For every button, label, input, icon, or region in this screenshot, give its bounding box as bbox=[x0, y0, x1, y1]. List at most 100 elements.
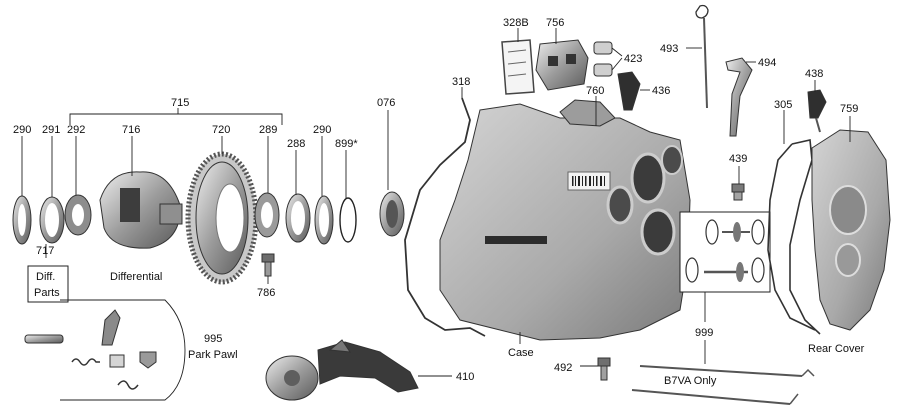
rear-cover-boss bbox=[829, 185, 867, 235]
label-493: 493 bbox=[660, 43, 678, 55]
label-716: 716 bbox=[122, 124, 140, 136]
park-pawl-bracket-part bbox=[139, 351, 157, 369]
rear-cover-boss-2 bbox=[835, 243, 861, 277]
label-differential: Differential bbox=[110, 271, 162, 283]
case-id-barcode bbox=[572, 176, 605, 186]
dipstick-group bbox=[686, 4, 756, 137]
range-sensor-hub bbox=[284, 370, 300, 386]
manual-valve-linkage-410 bbox=[265, 339, 452, 401]
label-292: 292 bbox=[67, 124, 85, 136]
label-760: 760 bbox=[586, 85, 604, 97]
label-288: 288 bbox=[287, 138, 305, 150]
filter-423-a bbox=[593, 41, 613, 55]
oring-d bbox=[751, 257, 765, 283]
label-995: 995 bbox=[204, 333, 222, 345]
label-case: Case bbox=[508, 347, 534, 359]
park-pawl-collar bbox=[109, 354, 125, 368]
case-bore-4 bbox=[661, 145, 683, 175]
label-999: 999 bbox=[695, 327, 713, 339]
label-diff-parts-2: Parts bbox=[34, 287, 60, 299]
shaft-kit-999 bbox=[679, 211, 771, 364]
plug-439-thread bbox=[733, 191, 743, 201]
gasket-328b-holes bbox=[507, 49, 527, 77]
shim-290-left-hole bbox=[18, 204, 26, 236]
detent-tab bbox=[328, 339, 352, 353]
park-pawl-shaft bbox=[24, 334, 64, 344]
shaft-kit-box bbox=[679, 211, 771, 293]
race-288-hole bbox=[291, 201, 305, 235]
bolt-492-head bbox=[597, 357, 611, 367]
diff-case-window bbox=[120, 188, 140, 222]
label-park-pawl: Park Pawl bbox=[188, 349, 238, 361]
sensor-436 bbox=[617, 71, 641, 111]
leader-423-split bbox=[611, 47, 623, 71]
label-494: 494 bbox=[758, 57, 776, 69]
diff-case-hub bbox=[159, 203, 183, 225]
bolt-492-shank bbox=[600, 365, 608, 381]
transmission-case bbox=[439, 103, 691, 341]
callout-labels: 290 291 292 716 715 720 289 288 290 899*… bbox=[13, 17, 865, 387]
bearing-292-hole bbox=[72, 204, 84, 226]
label-328b: 328B bbox=[503, 17, 529, 29]
park-pawl-return-spring bbox=[117, 380, 139, 390]
label-492: 492 bbox=[554, 362, 572, 374]
label-289: 289 bbox=[259, 124, 277, 136]
bolt-492 bbox=[580, 357, 611, 381]
filler-tube-494 bbox=[725, 57, 753, 137]
label-290-right: 290 bbox=[313, 124, 331, 136]
seal-076-lip bbox=[386, 200, 398, 228]
label-305: 305 bbox=[774, 99, 792, 111]
park-pawl-bracket bbox=[60, 299, 186, 401]
rear-cover-group bbox=[767, 80, 891, 335]
ring-291-hole bbox=[45, 203, 59, 237]
diff-parts-box bbox=[27, 265, 69, 303]
label-290-left: 290 bbox=[13, 124, 31, 136]
bolt-786-shank bbox=[264, 261, 272, 277]
label-759: 759 bbox=[840, 103, 858, 115]
case-bore-1 bbox=[630, 152, 666, 204]
dipstick-493 bbox=[703, 17, 708, 109]
shim-290-right-hole bbox=[319, 203, 329, 237]
detent-lever bbox=[317, 341, 419, 393]
label-318: 318 bbox=[452, 76, 470, 88]
rod-2 bbox=[631, 389, 791, 405]
label-717: 717 bbox=[36, 245, 54, 257]
case-bore-2 bbox=[640, 208, 676, 256]
label-715: 715 bbox=[171, 97, 189, 109]
filter-423-b bbox=[593, 63, 613, 77]
bearing-289-hole bbox=[261, 202, 273, 228]
plug-439-head bbox=[731, 183, 745, 193]
label-076: 076 bbox=[377, 97, 395, 109]
case-slot bbox=[485, 236, 547, 244]
bracket-715 bbox=[69, 113, 283, 125]
label-diff-parts-1: Diff. bbox=[36, 271, 55, 283]
label-438: 438 bbox=[805, 68, 823, 80]
rear-gasket-305 bbox=[767, 139, 821, 335]
oring-b bbox=[751, 219, 765, 245]
final-gear-bore bbox=[215, 183, 245, 253]
park-pawl-spring bbox=[71, 358, 100, 366]
label-439: 439 bbox=[729, 153, 747, 165]
label-436: 436 bbox=[652, 85, 670, 97]
case-bore-3 bbox=[606, 185, 634, 225]
sensor-438-stem bbox=[815, 117, 821, 133]
rod-1 bbox=[639, 365, 803, 377]
plug-439 bbox=[731, 166, 745, 201]
case-upper-boss bbox=[559, 99, 616, 127]
label-756: 756 bbox=[546, 17, 564, 29]
label-410: 410 bbox=[456, 371, 474, 383]
label-899: 899* bbox=[335, 138, 358, 150]
differential-assembly bbox=[12, 108, 357, 303]
sensor-438 bbox=[807, 89, 827, 119]
valve-body-parts bbox=[501, 28, 650, 126]
label-423: 423 bbox=[624, 53, 642, 65]
oring-c bbox=[685, 257, 699, 283]
park-pawl-group bbox=[24, 299, 186, 401]
shaft-short-collar bbox=[733, 222, 741, 242]
solenoid-block-756 bbox=[535, 39, 589, 91]
dipstick-handle bbox=[695, 4, 709, 19]
shaft-long-collar bbox=[736, 262, 744, 282]
label-786: 786 bbox=[257, 287, 275, 299]
transmission-case-group bbox=[404, 87, 691, 344]
